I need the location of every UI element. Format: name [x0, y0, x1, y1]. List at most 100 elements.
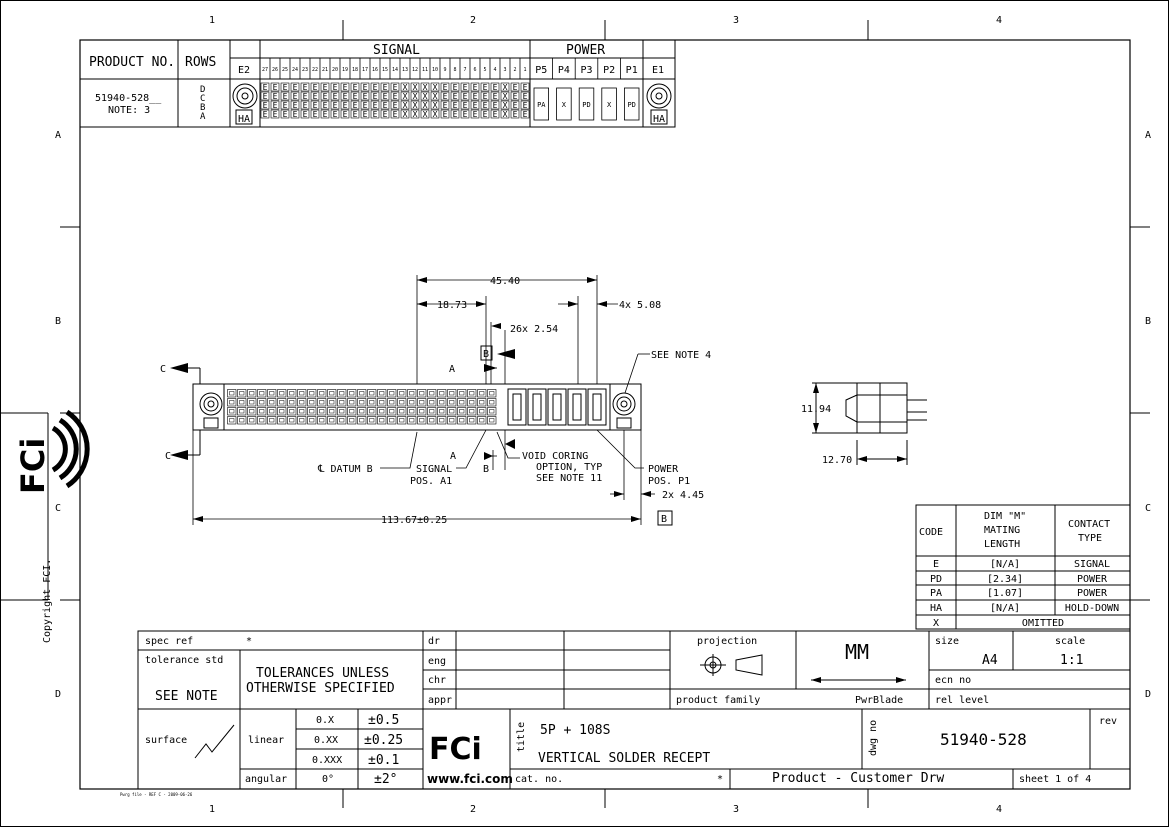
- dim-45-40: 45.40: [490, 276, 520, 287]
- contact-cavity: [367, 398, 377, 407]
- signal-code-cell: [330, 91, 340, 101]
- contact-cavity: [447, 398, 457, 407]
- contact-cavity: [277, 407, 287, 416]
- contact-cavity-inner: [439, 391, 445, 396]
- signal-code: E: [513, 110, 518, 119]
- tolerance-line2: OTHERWISE SPECIFIED: [246, 681, 395, 696]
- power-label: POWER: [566, 43, 605, 58]
- contact-cavity: [467, 389, 477, 398]
- signal-code: E: [303, 110, 308, 119]
- contact-cavity: [287, 407, 297, 416]
- signal-code: E: [353, 101, 358, 110]
- contact-cavity-inner: [439, 400, 445, 405]
- signal-code: E: [263, 101, 268, 110]
- zone-col-2-bottom: 2: [470, 804, 476, 815]
- contact-cavity: [327, 407, 337, 416]
- file-note: Pwrg file - REF C - 2009-06-26: [120, 792, 193, 797]
- contact-cavity-inner: [339, 400, 345, 405]
- signal-position-header: 27: [262, 67, 268, 73]
- scale-value: 1:1: [1060, 653, 1083, 668]
- contact-cavity-inner: [399, 409, 405, 414]
- contact-cavity-inner: [359, 400, 365, 405]
- zone-row-b-left: B: [55, 316, 61, 327]
- contact-cavity: [437, 407, 447, 416]
- contact-cavity-inner: [469, 409, 475, 414]
- contact-cavity-inner: [469, 418, 475, 423]
- dim-18-73: 18.73: [437, 300, 467, 311]
- contact-cavity: [257, 389, 267, 398]
- contact-cavity: [427, 407, 437, 416]
- zone-col-3-top: 3: [733, 15, 739, 26]
- signal-code: E: [283, 83, 288, 92]
- contact-cavity: [317, 398, 327, 407]
- signal-code-cell: [440, 82, 450, 92]
- signal-code: E: [363, 83, 368, 92]
- signal-code: E: [333, 83, 338, 92]
- signal-code: E: [493, 83, 498, 92]
- contact-cavity-inner: [239, 391, 245, 396]
- angular-value: ±2°: [374, 772, 397, 787]
- contact-cavity-inner: [459, 409, 465, 414]
- contact-cavity-inner: [319, 409, 325, 414]
- signal-code-cell: [400, 91, 410, 101]
- signal-code-cell: [460, 100, 470, 110]
- contact-cavity-inner: [349, 391, 355, 396]
- signal-position-header: 13: [402, 67, 408, 73]
- length-header: LENGTH: [984, 539, 1020, 550]
- signal-position-header: 19: [342, 67, 348, 73]
- e1-label: E1: [652, 65, 664, 76]
- contact-cavity-inner: [439, 418, 445, 423]
- signal-position-header: 10: [432, 67, 438, 73]
- contact-cavity: [277, 416, 287, 425]
- signal-code: E: [273, 101, 278, 110]
- contact-cavity-inner: [339, 418, 345, 423]
- contact-cavity: [267, 389, 277, 398]
- signal-code-cell: [380, 91, 390, 101]
- signal-code-cell: [400, 82, 410, 92]
- signal-code: E: [293, 110, 298, 119]
- contact-cavity-inner: [479, 409, 485, 414]
- signal-code-cell: [440, 109, 450, 119]
- signal-code-cell: [470, 100, 480, 110]
- dim-cell: [1.07]: [987, 588, 1023, 599]
- contact-cavity-inner: [239, 418, 245, 423]
- contact-cavity: [377, 389, 387, 398]
- contact-cavity-inner: [339, 409, 345, 414]
- power-position-header: P1: [626, 65, 638, 76]
- power-position-header: P3: [580, 65, 592, 76]
- signal-code-cell: [420, 100, 430, 110]
- signal-code-cell: [320, 109, 330, 119]
- signal-code: E: [343, 92, 348, 101]
- contact-cavity: [467, 407, 477, 416]
- signal-code-cell: [420, 91, 430, 101]
- contact-cavity: [287, 416, 297, 425]
- units-arrows: [811, 677, 906, 683]
- void-coring-line2: OPTION, TYP: [536, 462, 602, 473]
- signal-position-header: 2: [513, 67, 516, 73]
- signal-code-cell: [340, 100, 350, 110]
- contact-cavity-inner: [329, 391, 335, 396]
- contact-cavity: [337, 398, 347, 407]
- signal-code-cell: [310, 91, 320, 101]
- contact-cavity: [257, 398, 267, 407]
- contact-cavity-inner: [339, 391, 345, 396]
- signal-code-cell: [290, 82, 300, 92]
- signal-code-cell: [410, 82, 420, 92]
- tol-precision-3: 0.XXX: [312, 755, 342, 766]
- size-label: size: [935, 636, 959, 647]
- side-logo-text: FCi: [14, 438, 52, 494]
- signal-position-header: 21: [322, 67, 328, 73]
- signal-code-cell: [410, 91, 420, 101]
- signal-code-cell: [270, 82, 280, 92]
- signal-code-cell: [320, 100, 330, 110]
- contact-cavity: [437, 398, 447, 407]
- signal-code: E: [293, 92, 298, 101]
- contact-cavity: [307, 398, 317, 407]
- sheet-number: sheet 1 of 4: [1019, 774, 1091, 785]
- signal-code: E: [523, 92, 528, 101]
- tol-precision-1: 0.X: [316, 715, 334, 726]
- signal-code-cell: [370, 100, 380, 110]
- signal-code: E: [483, 92, 488, 101]
- signal-code-cell: [420, 82, 430, 92]
- signal-code: E: [523, 101, 528, 110]
